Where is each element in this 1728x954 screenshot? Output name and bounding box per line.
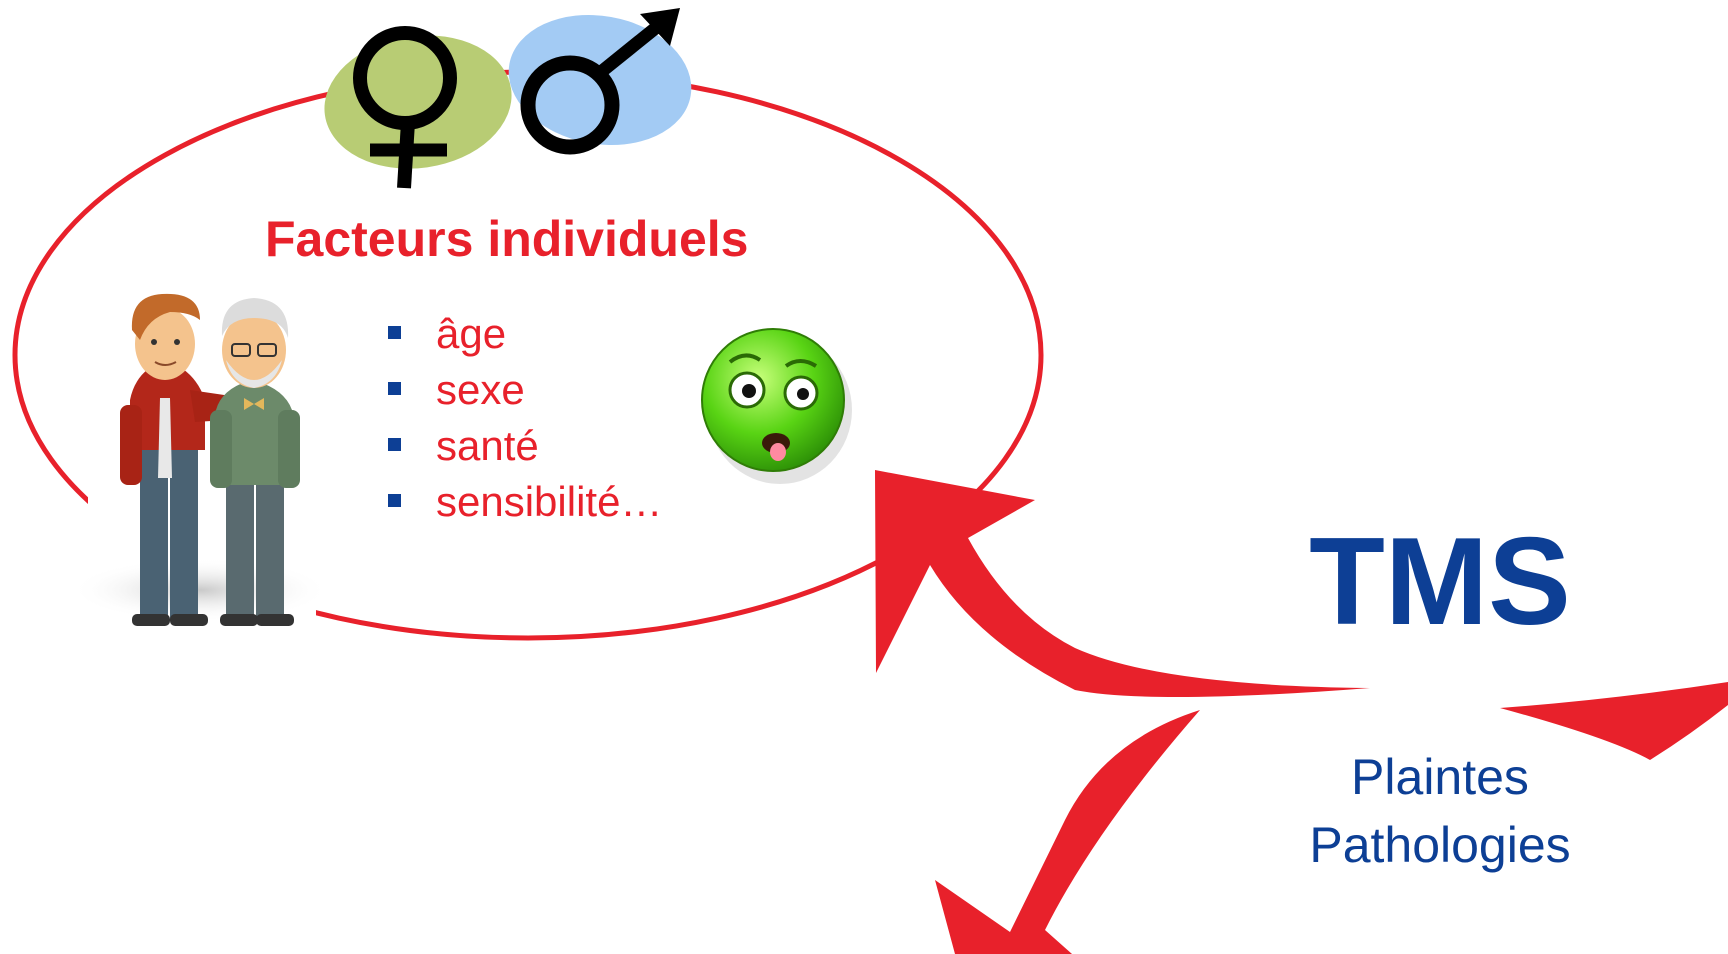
- diagram-title: Facteurs individuels: [265, 211, 749, 267]
- factor-label: santé: [436, 422, 539, 469]
- mars-icon: [508, 8, 692, 155]
- list-item: âge: [388, 306, 662, 362]
- tms-subtitle-plaintes: Plaintes: [1351, 749, 1529, 805]
- bullet-icon: [388, 326, 401, 339]
- list-item: sexe: [388, 362, 662, 418]
- bullet-icon: [388, 382, 401, 395]
- factor-label: sexe: [436, 366, 525, 413]
- arrows: [875, 470, 1728, 954]
- two-men-illustration: [70, 293, 330, 636]
- venus-icon: [324, 26, 512, 189]
- tms-heading: TMS: [1309, 513, 1571, 651]
- factor-label: âge: [436, 310, 507, 357]
- nauseated-face-icon: [701, 328, 852, 484]
- tms-subtitle-pathologies: Pathologies: [1309, 817, 1571, 873]
- factor-list: âge sexe santé sensibilité…: [388, 306, 662, 530]
- list-item: santé: [388, 418, 662, 474]
- arrow-to-individual-factors: [875, 470, 1370, 698]
- arrow-to-right: [1500, 682, 1728, 760]
- bullet-icon: [388, 438, 401, 451]
- factor-label: sensibilité…: [436, 478, 663, 525]
- list-item: sensibilité…: [388, 474, 662, 530]
- arrow-downward: [935, 710, 1200, 954]
- bullet-icon: [388, 494, 401, 507]
